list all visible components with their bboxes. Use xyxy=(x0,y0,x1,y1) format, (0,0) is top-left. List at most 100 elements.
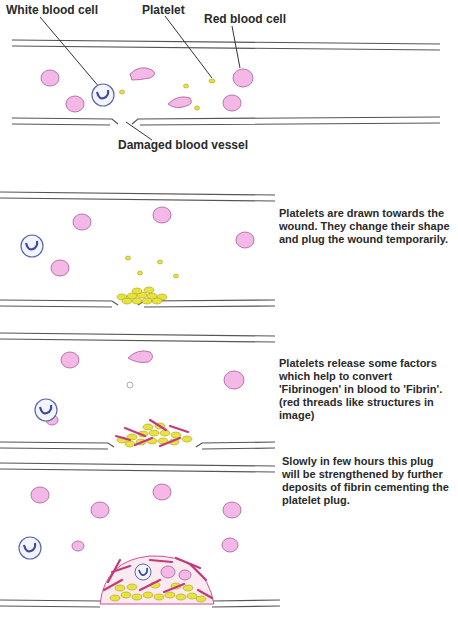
fibrin-thread xyxy=(104,580,122,590)
red-blood-cell xyxy=(61,352,79,368)
red-blood-cell xyxy=(41,70,59,86)
red-blood-cell xyxy=(223,502,241,518)
fibrin-thread xyxy=(150,420,166,430)
platelet xyxy=(195,106,200,110)
vessel-wall-line xyxy=(196,442,275,449)
blood-clot xyxy=(100,556,214,604)
fibrin-thread xyxy=(108,560,120,582)
red-blood-cell xyxy=(153,207,171,223)
vessel-wall xyxy=(0,463,280,607)
platelet xyxy=(126,256,131,260)
platelet xyxy=(132,298,142,304)
platelet xyxy=(174,274,179,278)
platelet xyxy=(125,441,135,447)
vessel-wall-line xyxy=(0,442,114,449)
platelet xyxy=(127,584,137,590)
fibrin-thread xyxy=(164,584,184,592)
white-blood-cell xyxy=(92,84,114,106)
platelet xyxy=(154,594,164,600)
platelets xyxy=(117,382,192,447)
platelet xyxy=(183,585,193,591)
vessel-wall-line xyxy=(0,333,275,342)
red-blood-cell xyxy=(91,502,109,518)
fibrin-thread xyxy=(140,580,160,590)
white-blood-cell xyxy=(19,537,41,559)
white-blood-cell xyxy=(19,537,41,559)
platelet xyxy=(138,271,143,275)
fibrin-thread xyxy=(150,560,172,562)
platelet xyxy=(182,436,192,442)
vessel-wall xyxy=(0,333,275,449)
vessel-wall-line xyxy=(212,600,280,607)
red-blood-cell xyxy=(179,570,191,580)
fibrin-threads xyxy=(116,420,188,446)
platelet xyxy=(209,79,215,83)
platelet xyxy=(176,594,186,600)
red-blood-cell xyxy=(236,232,254,248)
fibrin-thread xyxy=(125,428,145,436)
red-blood-cell xyxy=(130,68,155,80)
red-blood-cell xyxy=(51,260,69,276)
white-blood-cell xyxy=(92,84,114,106)
fibrin-thread xyxy=(176,558,200,568)
platelet xyxy=(149,430,159,436)
platelet xyxy=(196,596,206,602)
red-blood-cells xyxy=(46,351,244,425)
platelets xyxy=(117,256,179,304)
red-blood-cell xyxy=(223,95,241,111)
cell-nucleus xyxy=(139,568,147,575)
red-blood-cell xyxy=(66,96,84,112)
red-blood-cells xyxy=(41,68,253,112)
red-blood-cell xyxy=(153,484,171,500)
white-blood-cell xyxy=(35,399,57,421)
platelet xyxy=(143,424,153,430)
leader-lines xyxy=(40,16,240,140)
platelet xyxy=(115,585,125,591)
fibrin-thread xyxy=(135,438,152,445)
white-blood-cell xyxy=(21,235,43,257)
leader-line xyxy=(232,26,240,68)
cell-nucleus xyxy=(97,90,108,98)
platelet xyxy=(142,298,152,304)
vessel-wall xyxy=(12,40,440,125)
part-label: Damaged blood vessel xyxy=(118,138,278,152)
red-blood-cell xyxy=(224,371,244,389)
fibrin-thread xyxy=(116,436,130,440)
red-blood-cells xyxy=(31,484,241,552)
fibrin-thread xyxy=(170,426,188,432)
platelets xyxy=(120,79,216,110)
red-blood-cell xyxy=(233,69,253,87)
step-note: Slowly in few hours this plug will be st… xyxy=(282,455,454,507)
part-label: White blood cell xyxy=(6,3,126,17)
platelet xyxy=(184,84,189,88)
red-blood-cells xyxy=(51,207,254,276)
white-blood-cell xyxy=(135,564,151,580)
red-blood-cell xyxy=(128,351,153,363)
step-note: Platelets release some factors which hel… xyxy=(279,357,455,422)
platelet xyxy=(121,592,131,598)
platelet xyxy=(132,594,142,600)
vessel-wall-line xyxy=(12,118,118,125)
fibrin-thread xyxy=(160,438,180,446)
platelet xyxy=(143,592,153,598)
platelet xyxy=(152,298,162,304)
leader-line xyxy=(40,17,100,88)
vessel-wall-line xyxy=(0,600,100,607)
vessel-wall-line xyxy=(0,463,275,472)
leader-line xyxy=(126,122,152,140)
cell-nucleus xyxy=(26,241,37,249)
red-blood-cell xyxy=(73,214,91,230)
red-blood-cell xyxy=(161,566,175,578)
red-blood-cell xyxy=(222,538,238,552)
vessel-wall xyxy=(0,192,275,307)
platelet xyxy=(127,382,133,388)
cell-nucleus xyxy=(40,405,51,413)
vessel-wall-line xyxy=(0,300,118,307)
red-blood-cell xyxy=(168,97,191,108)
white-blood-cell xyxy=(21,235,43,257)
clot-outline xyxy=(100,556,214,604)
red-blood-cell xyxy=(72,541,84,551)
vessel-wall-line xyxy=(12,40,440,50)
